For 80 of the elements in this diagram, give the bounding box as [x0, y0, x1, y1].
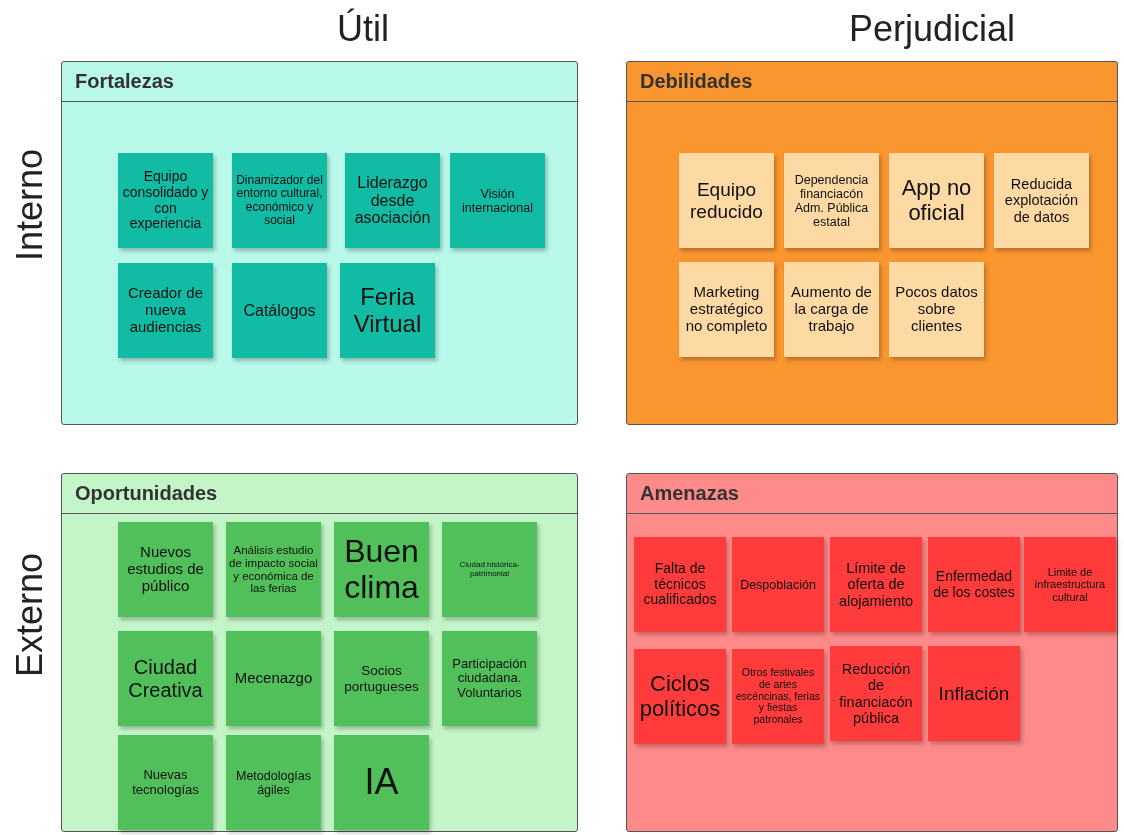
note-text: Feria Virtual	[352, 283, 423, 338]
sticky-note	[232, 153, 327, 248]
sticky-note	[345, 153, 440, 248]
quadrant-panel	[61, 473, 578, 832]
sticky-note	[732, 537, 824, 632]
note-text: Ciclos políticos	[638, 671, 722, 722]
sticky-note	[784, 153, 879, 248]
quadrant-panel	[626, 473, 1118, 832]
sticky-note	[830, 646, 922, 741]
sticky-note	[118, 522, 213, 617]
note-text: Ciudad histórica-patrimonial	[458, 560, 521, 579]
panel-heading: Oportunidades	[75, 482, 218, 505]
sticky-note	[634, 649, 726, 744]
sticky-note	[118, 153, 213, 248]
sticky-note	[634, 537, 726, 632]
panel-heading: Fortalezas	[75, 70, 174, 93]
note-text: Creador de nueva audiencias	[126, 285, 204, 336]
sticky-note	[334, 631, 429, 726]
note-text: Análisis estudio de impacto social y económica de las ferias	[229, 543, 318, 596]
note-text: Metodologías ágiles	[234, 768, 313, 797]
note-text: Nuevas tecnologías	[131, 767, 200, 798]
note-text: Buen clima	[343, 533, 420, 606]
note-text: Reducción de financiacón pública	[838, 661, 914, 726]
note-text: Reducida explotación de datos	[1003, 176, 1080, 225]
sticky-note	[232, 263, 327, 358]
sticky-note	[784, 262, 879, 357]
sticky-note	[442, 522, 537, 617]
note-text: Límite de oferta de alojamiento	[837, 560, 915, 609]
sticky-note	[226, 522, 321, 617]
sticky-note	[732, 649, 824, 744]
sticky-note	[226, 631, 321, 726]
note-text: Catálogos	[243, 301, 316, 320]
sticky-note	[1024, 537, 1116, 632]
note-text: Pocos datos sobre clientes	[894, 284, 979, 335]
note-text: App no oficial	[900, 175, 973, 226]
note-text: Mecenazgo	[234, 670, 313, 687]
note-text: Despoblación	[740, 577, 816, 592]
note-text: Nuevos estudios de público	[126, 544, 205, 595]
sticky-note	[928, 537, 1020, 632]
note-text: Ciudad Creativa	[127, 656, 204, 701]
note-text: Liderazgo desde asociación	[353, 173, 432, 228]
sticky-note	[928, 646, 1020, 741]
panel-heading: Debilidades	[640, 70, 753, 93]
sticky-note	[889, 262, 984, 357]
sticky-note	[889, 153, 984, 248]
column-axis-label: Perjudicial	[849, 8, 1016, 50]
note-text: IA	[364, 762, 399, 803]
sticky-note	[118, 735, 213, 830]
note-text: Otros festivales de artes escéncinas, ferias y fiestas patronales	[735, 667, 821, 726]
column-axis-label: Útil	[337, 8, 389, 50]
note-text: Equipo consolidado y con experiencia	[121, 169, 210, 232]
sticky-note	[118, 631, 213, 726]
quadrant-panel	[61, 61, 578, 425]
note-text: Marketing estratégico no completo	[684, 284, 769, 335]
sticky-note	[340, 263, 435, 358]
row-axis-label: Interno	[9, 148, 51, 262]
sticky-note	[679, 153, 774, 248]
note-text: Inflación	[938, 682, 1010, 705]
note-text: Limite de infraestructura cultural	[1033, 566, 1107, 603]
sticky-note	[118, 263, 213, 358]
sticky-note	[334, 522, 429, 617]
note-text: Socios portugueses	[343, 663, 420, 694]
sticky-note	[450, 153, 545, 248]
sticky-note	[226, 735, 321, 830]
sticky-note	[442, 631, 537, 726]
note-text: Participación ciudadana. Voluntarios	[451, 656, 528, 701]
sticky-note	[830, 537, 922, 632]
note-text: Dependencia financiacón Adm. Pública estatal	[793, 172, 870, 229]
sticky-note	[679, 262, 774, 357]
panel-heading: Amenazas	[640, 482, 739, 505]
note-text: Visión internacional	[461, 186, 534, 215]
sticky-note	[994, 153, 1089, 248]
note-text: Falta de técnicos cualificados	[642, 561, 718, 608]
note-text: Enfermedad de los costes	[932, 568, 1016, 601]
row-axis-label: Externo	[9, 552, 51, 678]
note-text: Aumento de la carga de trabajo	[790, 284, 873, 335]
sticky-note	[334, 735, 429, 830]
note-text: Equipo reducido	[689, 179, 764, 222]
note-text: Dinamizador del entorno cultural, económico y social	[235, 173, 324, 228]
quadrant-panel	[626, 61, 1118, 425]
